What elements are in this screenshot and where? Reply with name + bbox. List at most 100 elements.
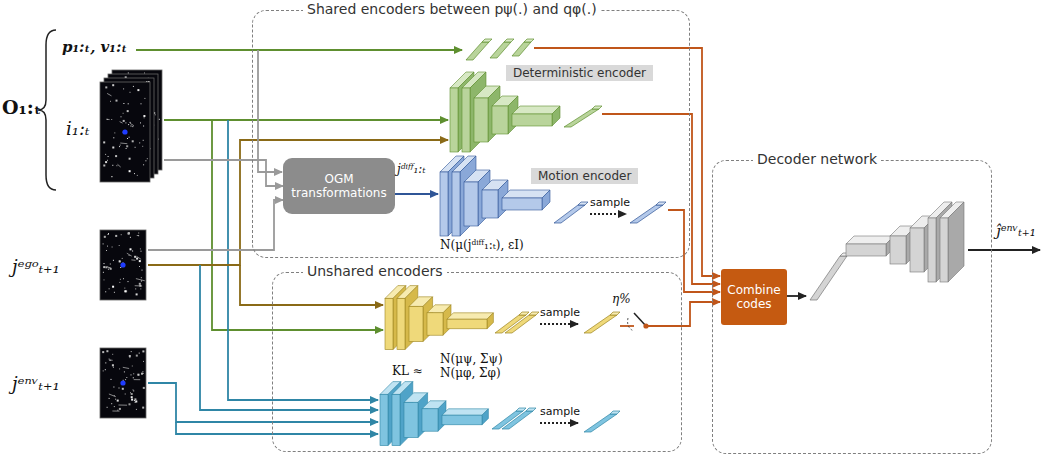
latent-bar-top — [524, 39, 534, 42]
map-dot — [112, 165, 113, 166]
map-dot — [103, 141, 105, 143]
input-name: i₁:ₜ — [62, 118, 89, 139]
layer-front — [482, 190, 498, 218]
map-dot — [120, 143, 127, 145]
map-dot — [129, 158, 130, 159]
map-dot — [104, 263, 105, 264]
distribution-label: N(μφ, Σφ) — [440, 366, 501, 380]
map-dot — [133, 390, 134, 391]
map-dot — [116, 100, 118, 102]
latent-bar — [554, 205, 585, 223]
map-dot — [113, 387, 114, 388]
layer-front — [492, 106, 508, 134]
map-dot — [155, 114, 156, 115]
layer-front — [910, 228, 924, 272]
signal-wire — [786, 295, 806, 297]
layer-side — [482, 409, 488, 425]
map-dot — [130, 92, 131, 93]
map-dot — [127, 253, 132, 256]
map-dot — [137, 235, 138, 236]
layer-front — [440, 172, 448, 236]
map-dot — [112, 286, 114, 288]
input-name: p₁:ₜ, v₁:ₜ — [62, 38, 127, 56]
layer-top — [442, 409, 488, 415]
map-dot — [129, 137, 130, 138]
map-dot — [104, 236, 105, 237]
map-dot — [137, 89, 139, 91]
latent-bar — [584, 315, 617, 333]
map-dot — [111, 403, 112, 404]
map-dot — [130, 123, 134, 126]
map-dot — [128, 281, 129, 282]
grid-map-image — [100, 82, 150, 182]
map-dot — [147, 158, 148, 159]
map-dot — [159, 119, 160, 120]
encoder-tag: Motion encoder — [531, 168, 638, 184]
map-dot — [127, 110, 129, 112]
connector — [148, 200, 283, 250]
layer-front — [940, 218, 948, 282]
map-dot — [110, 101, 111, 102]
layer-side — [487, 313, 493, 329]
map-dot — [124, 371, 125, 372]
signal-wire — [590, 213, 626, 215]
map-dot — [116, 156, 117, 157]
ego-vehicle — [122, 129, 127, 134]
map-dot — [107, 246, 108, 247]
map-dot — [105, 291, 106, 292]
switch-arc — [628, 318, 634, 331]
layer-front — [442, 415, 482, 425]
map-dot — [129, 170, 131, 172]
map-dot — [127, 138, 128, 139]
signal-wire — [620, 325, 634, 327]
signal-wire — [212, 120, 383, 330]
layer-front — [385, 298, 393, 349]
map-dot — [103, 370, 104, 371]
map-dot — [131, 399, 133, 401]
latent-bar-top — [610, 312, 620, 315]
map-dot — [119, 405, 128, 406]
layer-front — [427, 313, 443, 335]
map-dot — [134, 379, 141, 380]
map-dot — [107, 267, 111, 268]
latent-bar — [466, 42, 489, 60]
signal-wire — [164, 119, 448, 121]
process-box: OGM transformations — [283, 158, 395, 214]
map-dot — [132, 126, 133, 127]
map-dot — [136, 355, 138, 357]
map-dot — [131, 126, 132, 127]
map-dot — [103, 272, 104, 273]
map-dot — [119, 408, 121, 410]
map-dot — [143, 115, 145, 117]
map-dot — [140, 288, 141, 289]
map-dot — [140, 248, 141, 249]
latent-bar-top — [592, 106, 602, 109]
map-dot — [130, 237, 131, 238]
map-dot — [131, 396, 133, 398]
switch-pivot — [643, 323, 648, 328]
latent-bar — [490, 42, 511, 58]
input-image: i₁:ₜ — [62, 68, 164, 188]
map-dot — [120, 145, 121, 146]
map-dot — [142, 146, 143, 147]
map-dot — [119, 261, 120, 262]
map-dot — [130, 392, 131, 393]
latent-bar-top — [529, 312, 539, 315]
ego-vehicle — [120, 380, 125, 385]
map-dot — [114, 132, 115, 133]
map-dot — [119, 146, 120, 147]
latent-bar — [630, 205, 663, 223]
map-dot — [105, 86, 107, 88]
map-dot — [138, 375, 139, 376]
map-dot — [105, 154, 106, 155]
layer-front — [380, 394, 388, 445]
map-dot — [133, 377, 134, 378]
map-dot — [113, 137, 114, 138]
step-label: sample — [590, 196, 630, 209]
box-label: Motion encoder — [538, 169, 631, 183]
map-dot — [139, 142, 140, 143]
map-dot — [107, 93, 111, 96]
latent-bar-top — [656, 202, 666, 205]
map-dot — [131, 374, 132, 375]
map-dot — [135, 285, 142, 286]
